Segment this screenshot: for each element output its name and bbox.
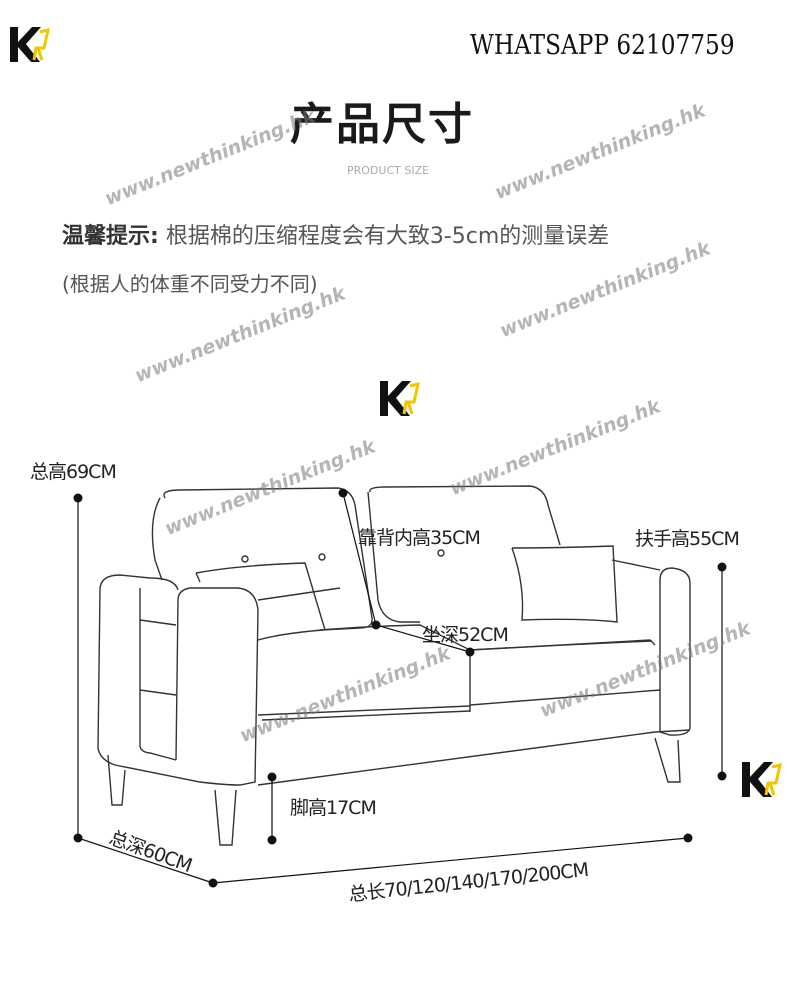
brand-logo-right bbox=[742, 762, 782, 797]
dimension-dots bbox=[73, 488, 727, 888]
backrest-height-label: 靠背内高35CM bbox=[358, 527, 481, 549]
page-title: 产品尺寸 bbox=[290, 99, 474, 150]
armrest-height-label: 扶手高55CM bbox=[635, 528, 740, 550]
sofa-outline bbox=[97, 485, 691, 846]
tip-text: 根据棉的压缩程度会有大致3-5cm的测量误差 bbox=[165, 224, 610, 249]
dimension-lines bbox=[77, 492, 723, 884]
tip-note: (根据人的体重不同受力不同) bbox=[62, 272, 318, 296]
brand-logo bbox=[10, 27, 50, 62]
leg-height-label: 脚高17CM bbox=[290, 797, 377, 819]
tip-label: 温馨提示: bbox=[62, 224, 159, 249]
whatsapp-contact: WHATSAPP 62107759 bbox=[470, 30, 735, 61]
brand-logo-center bbox=[380, 381, 420, 416]
total-height-label: 总高69CM bbox=[30, 461, 117, 483]
tip-line: 温馨提示: 根据棉的压缩程度会有大致3-5cm的测量误差 bbox=[62, 218, 609, 250]
page-subtitle: PRODUCT SIZE bbox=[347, 164, 430, 177]
seat-depth-label: 坐深52CM bbox=[422, 624, 509, 646]
